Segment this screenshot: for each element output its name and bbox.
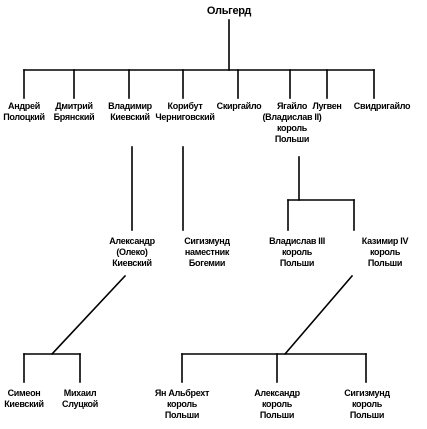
connector-kazimir-diagonal (283, 274, 354, 356)
person-name: Владимир (108, 101, 152, 111)
person-title-country: Польши (259, 410, 295, 420)
person-title: король (369, 247, 401, 257)
person-title-country: Польши (349, 410, 385, 420)
person-title: король (261, 399, 293, 409)
person-title: Слуцкой (62, 399, 98, 409)
person-name: Ян Альбрехт (154, 388, 210, 398)
person-title-country: Богемии (188, 258, 226, 268)
person-title: Киевский (110, 112, 150, 122)
person-vladimir-kievsky: Владимир Киевский (108, 101, 152, 123)
person-name: Ягайло (276, 101, 308, 111)
person-svidrigaylo: Свидригайло (353, 101, 411, 112)
person-simeon-kievsky: Симеон Киевский (4, 388, 44, 410)
person-title-country: Польши (279, 258, 315, 268)
person-name: Лугвен (312, 101, 342, 111)
person-name: Казимир IV (361, 236, 409, 246)
person-dmitry-bryansky: Дмитрий Брянский (54, 101, 95, 123)
person-andrey-polotsky: Андрей Полоцкий (3, 101, 45, 123)
person-name: Владислав III (269, 236, 325, 246)
person-title-country: Польши (164, 410, 200, 420)
person-name: Свидригайло (353, 101, 411, 111)
person-kazimir-iv: Казимир IV король Польши (361, 236, 409, 269)
person-name: Ольгерд (206, 5, 252, 17)
person-skirgaylo: Скиргайло (217, 101, 262, 112)
person-title: Черниговский (155, 112, 215, 122)
person-title-country: Польши (367, 258, 403, 268)
person-jan-albrecht: Ян Альбрехт король Польши (154, 388, 210, 421)
person-name: Корибут (167, 101, 203, 111)
person-title: король (166, 399, 198, 409)
person-name: Симеон (7, 388, 41, 398)
person-sigismund-koributovich: Сигизмунд наместник Богемии (184, 236, 230, 269)
person-name: Андрей (8, 101, 40, 111)
person-vladislav-iii: Владислав III король Польши (269, 236, 325, 269)
person-lugven: Лугвен (312, 101, 341, 112)
person-title: Киевский (4, 399, 44, 409)
person-olgerd: Ольгерд (206, 5, 252, 18)
person-nickname: (Олеко) (116, 247, 148, 257)
person-sigismund-king: Сигизмунд король Польши (344, 388, 390, 421)
person-title: наместник (184, 247, 230, 257)
person-title: Полоцкий (3, 112, 45, 122)
person-mikhail-slutsky: Михаил Слуцкой (62, 388, 98, 410)
person-title: Киевский (112, 258, 152, 268)
person-name: Дмитрий (55, 101, 93, 111)
person-title: Брянский (53, 112, 95, 122)
person-koribut-chernigovsky: Корибут Черниговский (155, 101, 215, 123)
person-yagaylo: Ягайло (Владислав II) король Польши (262, 101, 321, 145)
person-title-country: Польши (274, 134, 310, 144)
person-name: Сигизмунд (344, 388, 390, 398)
person-title: король (276, 123, 308, 133)
person-name: Михаил (63, 388, 97, 398)
person-aleksandr-king: Александр король Польши (254, 388, 300, 421)
person-title: король (281, 247, 313, 257)
person-aleksandr-oleko: Александр (Олеко) Киевский (109, 236, 155, 269)
person-name: Александр (254, 388, 300, 398)
person-regnal-name: (Владислав II) (262, 112, 322, 122)
person-name: Сигизмунд (184, 236, 230, 246)
person-title: король (351, 399, 383, 409)
person-name: Александр (109, 236, 155, 246)
connector-aleksandr-diagonal (50, 274, 127, 356)
person-name: Скиргайло (216, 101, 262, 111)
